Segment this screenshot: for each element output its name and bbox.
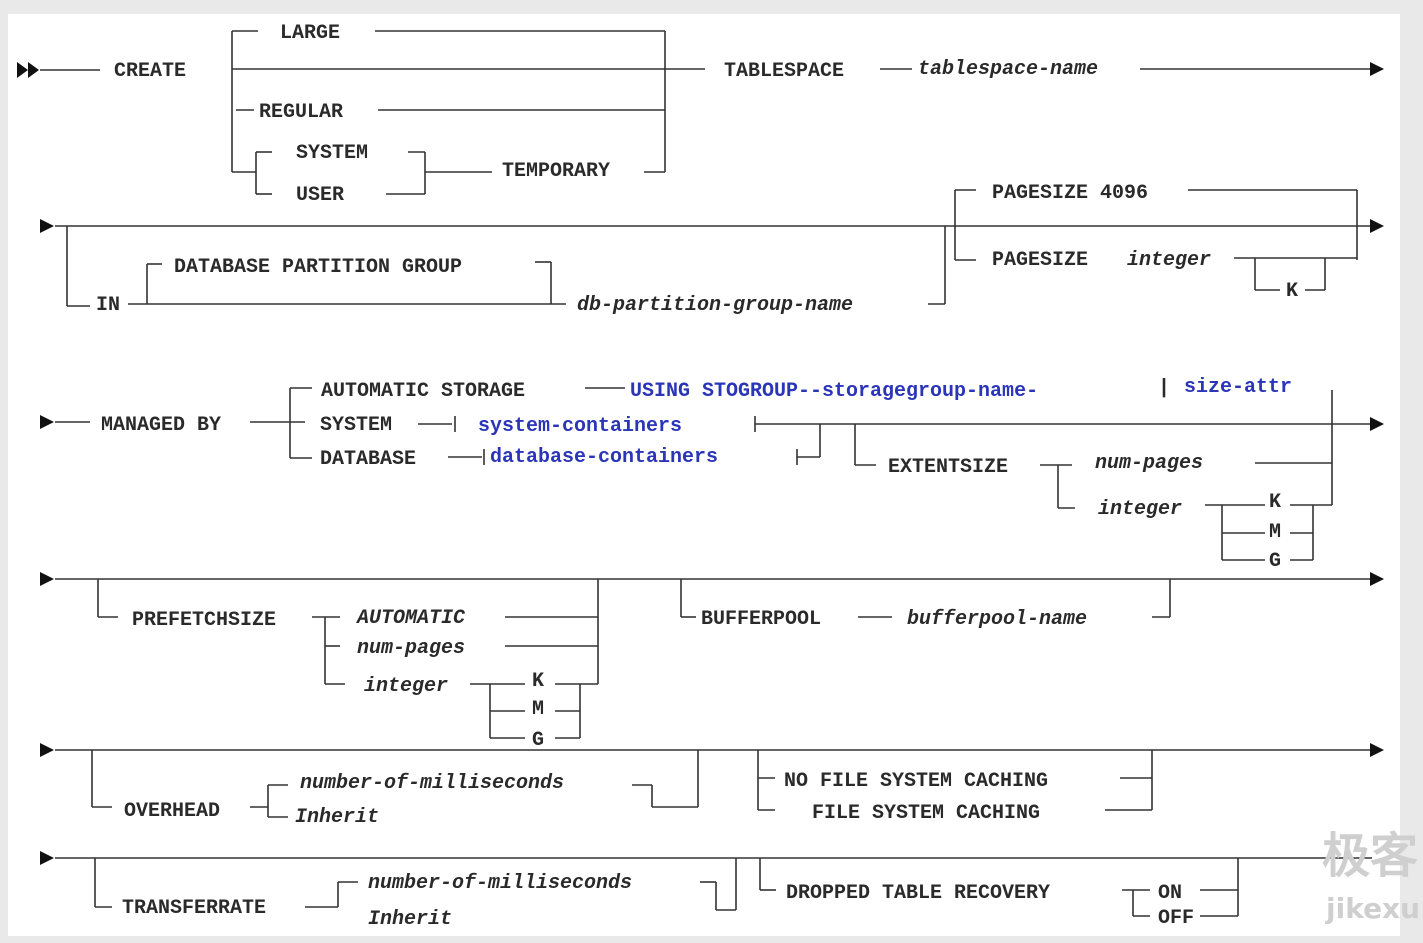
kw-system-managed: SYSTEM <box>320 414 392 437</box>
kw-extent-g: G <box>1269 550 1281 573</box>
kw-large: LARGE <box>280 22 340 45</box>
railroad-lines <box>40 30 1375 917</box>
kw-extent-m: M <box>1269 521 1281 544</box>
kw-bufferpool: BUFFERPOOL <box>701 608 821 631</box>
kw-in: IN <box>96 294 120 317</box>
var-prefetch-automatic: AUTOMATIC <box>355 607 466 630</box>
kw-dropped-table-recovery: DROPPED TABLE RECOVERY <box>786 882 1050 905</box>
size-attr: size-attr <box>1184 376 1292 399</box>
watermark-cn: 极客 <box>1322 828 1418 884</box>
kw-off: OFF <box>1158 907 1194 930</box>
var-db-partition-group-name: db-partition-group-name <box>577 294 853 317</box>
system-containers: system-containers <box>478 415 682 438</box>
var-bufferpool-name: bufferpool-name <box>907 608 1087 631</box>
kw-managed-by: MANAGED BY <box>101 414 221 437</box>
kw-no-file-system-caching: NO FILE SYSTEM CACHING <box>784 770 1048 793</box>
var-pagesize-integer: integer <box>1127 249 1211 272</box>
kw-prefetch-k: K <box>532 670 544 693</box>
kw-prefetch-g: G <box>532 729 544 752</box>
row3-end-arrow-icon <box>1370 417 1384 431</box>
var-tablespace-name: tablespace-name <box>918 58 1098 81</box>
kw-extent-k: K <box>1269 491 1281 514</box>
row4-end-arrow-icon <box>1370 572 1384 586</box>
database-containers: database-containers <box>490 446 718 469</box>
var-overhead-milliseconds: number-of-milliseconds <box>300 772 564 795</box>
pipe-separator: | <box>1158 377 1170 400</box>
kw-prefetchsize: PREFETCHSIZE <box>132 609 276 632</box>
row5-start-arrow-icon <box>40 743 54 757</box>
kw-tablespace: TABLESPACE <box>724 60 844 83</box>
var-prefetch-num-pages: num-pages <box>357 637 465 660</box>
kw-database-managed: DATABASE <box>320 448 416 471</box>
kw-create: CREATE <box>114 60 186 83</box>
kw-pagesize: PAGESIZE <box>992 249 1088 272</box>
kw-temporary: TEMPORARY <box>502 160 610 183</box>
kw-database-partition-group: DATABASE PARTITION GROUP <box>174 256 462 279</box>
kw-user: USER <box>296 184 344 207</box>
start-double-arrow-icon <box>17 62 28 78</box>
kw-file-system-caching: FILE SYSTEM CACHING <box>812 802 1040 825</box>
var-overhead-inherit: Inherit <box>295 806 379 829</box>
kw-regular: REGULAR <box>259 101 343 124</box>
kw-pagesize-4096: PAGESIZE 4096 <box>992 182 1148 205</box>
kw-extentsize: EXTENTSIZE <box>888 456 1008 479</box>
var-extent-num-pages: num-pages <box>1095 452 1203 475</box>
var-prefetch-integer: integer <box>364 675 448 698</box>
watermark-en: jikexu <box>1325 892 1420 925</box>
row6-start-arrow-icon <box>40 851 54 865</box>
syntax-labels: CREATE LARGE REGULAR SYSTEM USER TEMPORA… <box>96 22 1298 931</box>
var-extent-integer: integer <box>1098 498 1182 521</box>
row3-start-arrow-icon <box>40 415 54 429</box>
kw-automatic-storage: AUTOMATIC STORAGE <box>321 380 525 403</box>
row4-start-arrow-icon <box>40 572 54 586</box>
row5-end-arrow-icon <box>1370 743 1384 757</box>
watermark-logo: 极客 jikexu <box>1322 828 1420 925</box>
kw-pagesize-k: K <box>1286 280 1298 303</box>
row1-end-arrow-icon <box>1370 62 1384 76</box>
var-transfer-inherit: Inherit <box>368 908 452 931</box>
kw-overhead: OVERHEAD <box>124 800 220 823</box>
kw-on: ON <box>1158 882 1182 905</box>
syntax-panel <box>8 14 1400 936</box>
var-transfer-milliseconds: number-of-milliseconds <box>368 872 632 895</box>
kw-prefetch-m: M <box>532 698 544 721</box>
kw-system: SYSTEM <box>296 142 368 165</box>
row2-start-arrow-icon <box>40 219 54 233</box>
kw-transferrate: TRANSFERRATE <box>122 897 266 920</box>
railroad-arrows <box>17 62 1384 865</box>
using-stogroup-clause: USING STOGROUP--storagegroup-name- <box>630 380 1038 403</box>
row2-end-arrow-icon <box>1370 219 1384 233</box>
